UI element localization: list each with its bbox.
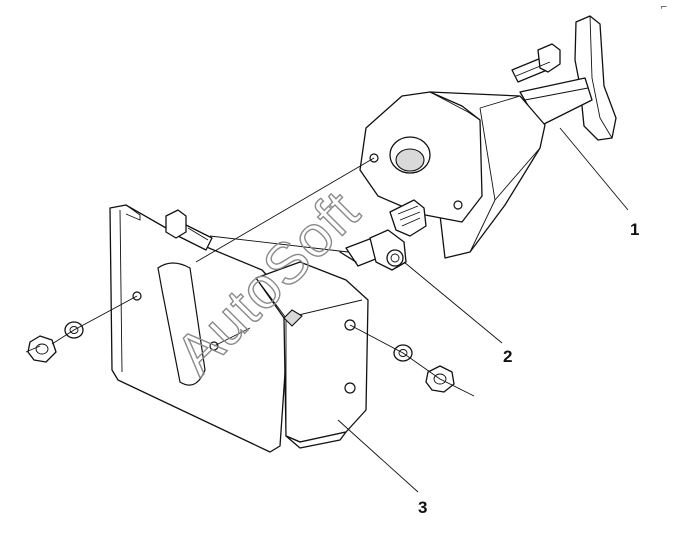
leader-lines [337,127,629,493]
top-bolt [511,43,561,83]
part-label-3: 3 [418,498,427,517]
part-label-2: 2 [503,347,512,366]
bracket-bolt [165,209,213,251]
part-label-1: 1 [630,220,639,239]
right-nut-washer [393,344,455,393]
assembly-center-lines [25,157,475,397]
part-1-handle-assembly [359,15,617,259]
part-3-bracket-assembly [27,204,455,453]
left-nut-washer [27,321,84,363]
part-2-pin-assembly [339,199,427,271]
corner-mark: ⌐ [660,3,668,13]
